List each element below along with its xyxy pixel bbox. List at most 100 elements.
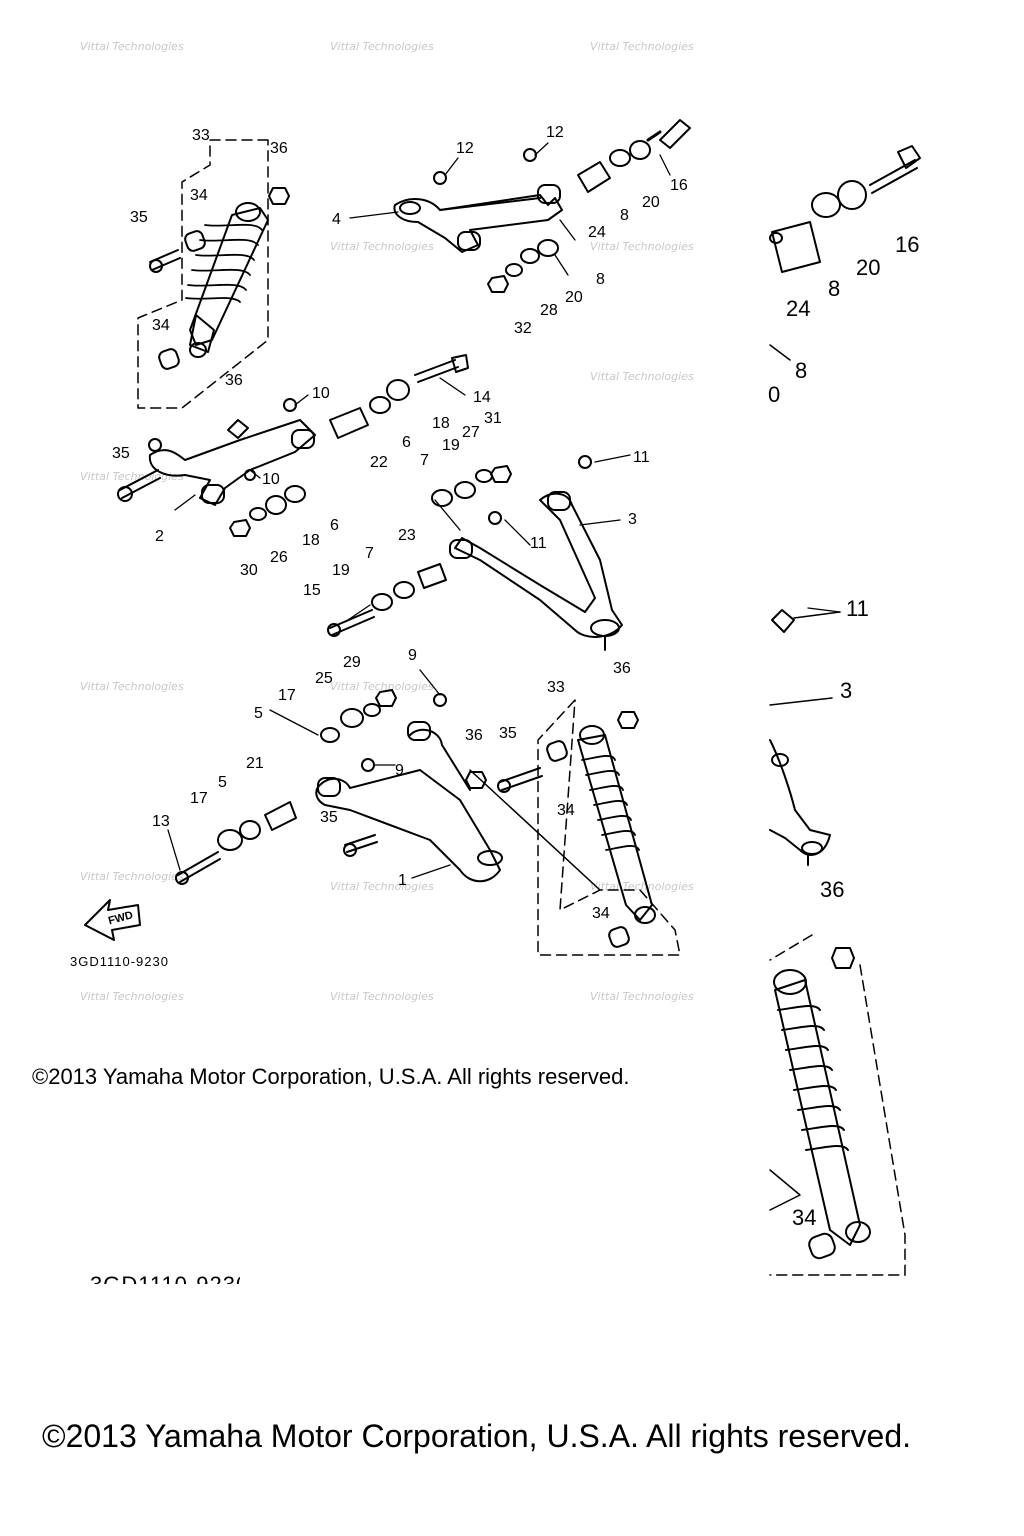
callout: 7 xyxy=(420,452,429,469)
callout: 36 xyxy=(613,660,631,677)
copyright-notice-large: ©2013 Yamaha Motor Corporation, U.S.A. A… xyxy=(42,1418,912,1454)
zoom-callout: 8 xyxy=(828,276,840,301)
callout-labels: 33 36 34 35 34 4 12 12 16 20 8 24 8 20 2… xyxy=(112,124,688,922)
zoom-crop-panel xyxy=(769,145,921,1276)
callout: 18 xyxy=(432,415,450,432)
watermark: Vittal Technologies xyxy=(80,470,184,483)
callout: 28 xyxy=(540,302,558,319)
watermark: Vittal Technologies xyxy=(590,40,694,53)
upper-arm-4 xyxy=(393,148,563,253)
callout: 27 xyxy=(462,424,480,441)
callout: 36 xyxy=(225,372,243,389)
zoom-callout-labels: 24 8 20 16 8 0 11 3 36 34 xyxy=(768,232,919,1230)
callout: 12 xyxy=(456,140,474,157)
fwd-arrow-icon xyxy=(84,899,141,941)
callout: 4 xyxy=(332,211,341,228)
watermark: Vittal Technologies xyxy=(590,370,694,383)
callout: 9 xyxy=(408,647,417,664)
callout: 13 xyxy=(152,813,170,830)
callout: 35 xyxy=(112,445,130,462)
watermark-layer: Vittal Technologies Vittal Technologies … xyxy=(80,40,694,1003)
callout: 17 xyxy=(190,790,208,807)
part-code-partial: 3GD1110-9230 xyxy=(90,1272,249,1297)
part-code: 3GD1110-9230 xyxy=(70,954,169,969)
shock-absorber-top-left xyxy=(137,139,290,409)
callout: 29 xyxy=(343,654,361,671)
callout: 9 xyxy=(395,762,404,779)
fwd-label: FWD xyxy=(107,909,134,927)
watermark: Vittal Technologies xyxy=(80,870,184,883)
callout: 34 xyxy=(152,317,170,334)
callout: 30 xyxy=(240,562,258,579)
callout: 3 xyxy=(628,511,637,528)
zoom-callout: 34 xyxy=(792,1205,816,1230)
watermark: Vittal Technologies xyxy=(330,990,434,1003)
lower-arm-2 xyxy=(117,354,469,537)
zoom-callout: 24 xyxy=(786,296,810,321)
callout: 23 xyxy=(398,527,416,544)
watermark: Vittal Technologies xyxy=(330,240,434,253)
callout: 35 xyxy=(320,809,338,826)
copyright-notice: ©2013 Yamaha Motor Corporation, U.S.A. A… xyxy=(32,1064,630,1089)
callout: 8 xyxy=(620,207,629,224)
callout: 35 xyxy=(130,209,148,226)
lower-arm-1 xyxy=(175,689,601,891)
watermark: Vittal Technologies xyxy=(330,880,434,893)
watermark: Vittal Technologies xyxy=(330,680,434,693)
callout: 19 xyxy=(442,437,460,454)
callout: 11 xyxy=(530,535,547,552)
callout: 24 xyxy=(588,224,606,241)
zoom-callout: 11 xyxy=(846,596,869,621)
callout: 10 xyxy=(262,471,280,488)
watermark: Vittal Technologies xyxy=(590,880,694,893)
watermark: Vittal Technologies xyxy=(80,680,184,693)
callout: 2 xyxy=(155,528,164,545)
callout: 15 xyxy=(303,582,321,599)
callout: 35 xyxy=(499,725,517,742)
upper-arm-3 xyxy=(327,455,623,651)
callout: 34 xyxy=(592,905,610,922)
part-code-partial-clip: 3GD1110-9230 xyxy=(90,1272,249,1297)
callout: 19 xyxy=(332,562,350,579)
shock-absorber-bottom xyxy=(465,699,681,956)
leader-lines xyxy=(167,142,841,879)
callout: 25 xyxy=(315,670,333,687)
watermark: Vittal Technologies xyxy=(80,990,184,1003)
callout: 12 xyxy=(546,124,564,141)
callout: 5 xyxy=(254,705,263,722)
callout: 20 xyxy=(642,194,660,211)
upper-arm-hardware xyxy=(487,119,691,293)
callout: 21 xyxy=(246,755,264,772)
callout: 31 xyxy=(484,410,502,427)
callout: 17 xyxy=(278,687,296,704)
callout: 26 xyxy=(270,549,288,566)
callout: 10 xyxy=(312,385,330,402)
callout: 22 xyxy=(370,454,388,471)
callout: 34 xyxy=(557,802,575,819)
callout: 11 xyxy=(633,449,650,466)
watermark: Vittal Technologies xyxy=(80,40,184,53)
callout: 33 xyxy=(547,679,565,696)
callout: 1 xyxy=(398,872,407,889)
zoom-callout: 8 xyxy=(795,358,807,383)
zoom-callout: 36 xyxy=(820,877,844,902)
zoom-callout: 16 xyxy=(895,232,919,257)
callout: 14 xyxy=(473,389,491,406)
callout: 32 xyxy=(514,320,532,337)
zoom-callout: 0 xyxy=(768,382,780,407)
zoom-callout: 3 xyxy=(840,678,852,703)
zoom-callout: 20 xyxy=(856,255,880,280)
callout: 6 xyxy=(330,517,339,534)
callout: 7 xyxy=(365,545,374,562)
callout: 36 xyxy=(465,727,483,744)
callout: 20 xyxy=(565,289,583,306)
watermark: Vittal Technologies xyxy=(590,990,694,1003)
callout: 34 xyxy=(190,187,208,204)
callout: 33 xyxy=(192,127,210,144)
watermark: Vittal Technologies xyxy=(590,240,694,253)
watermark: Vittal Technologies xyxy=(330,40,434,53)
callout: 36 xyxy=(270,140,288,157)
callout: 18 xyxy=(302,532,320,549)
callout: 16 xyxy=(670,177,688,194)
